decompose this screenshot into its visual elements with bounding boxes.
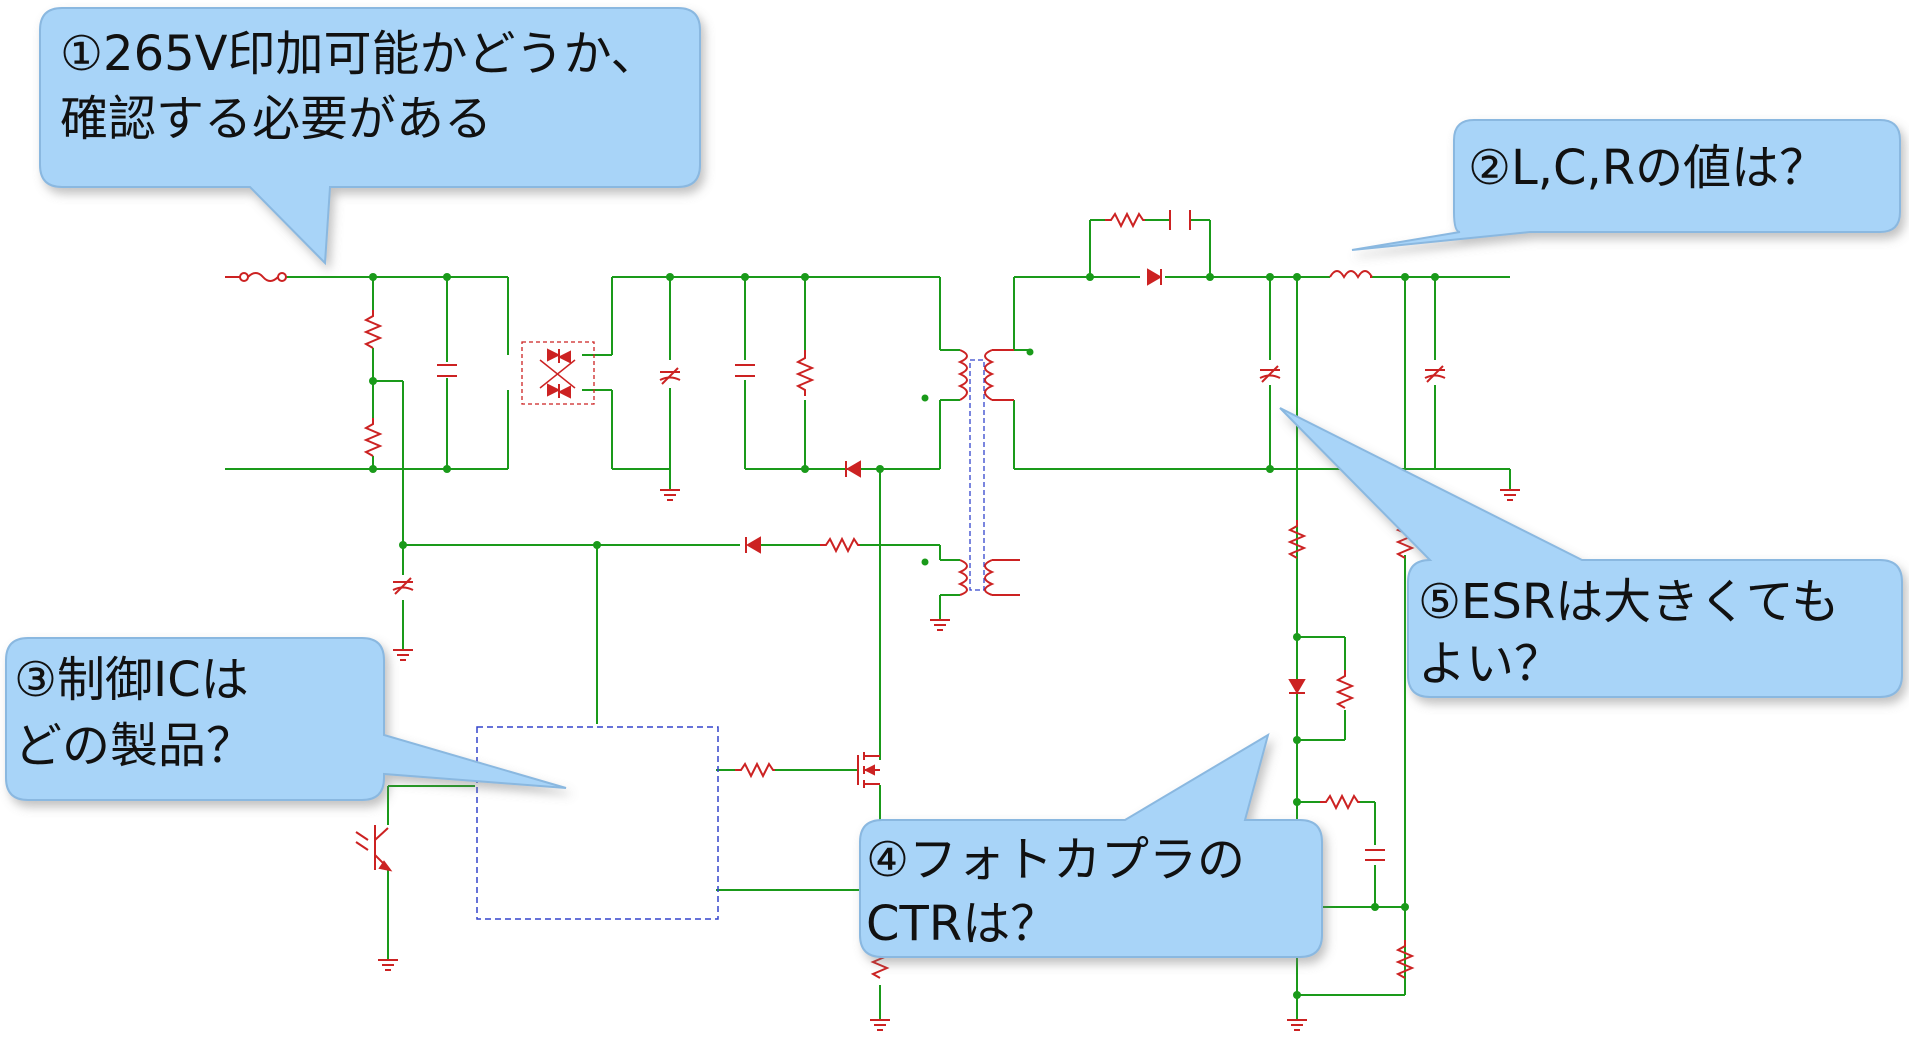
components xyxy=(239,210,1520,1031)
capacitor-c3 xyxy=(1169,210,1191,230)
resistor-r7 xyxy=(1320,793,1360,811)
callout-5-line-2: よい？ xyxy=(1418,636,1562,692)
resistor-r11 xyxy=(1395,940,1415,979)
electrolytic-cap-out1 xyxy=(1259,365,1281,383)
resistor-r4 xyxy=(1105,211,1145,229)
callout-2-line-1: ②L,C,Rの値は？ xyxy=(1468,140,1827,196)
callout-5 xyxy=(1279,407,1903,698)
resistor-r6 xyxy=(735,761,775,779)
photo-transistor xyxy=(355,825,393,872)
mosfet xyxy=(857,752,880,788)
transformer-secondary xyxy=(984,349,995,401)
diode-aux xyxy=(845,460,861,478)
electrolytic-cap-out2 xyxy=(1424,365,1446,383)
callout-3-line-2: どの製品？ xyxy=(14,718,254,774)
bridge-rectifier-box xyxy=(521,341,595,405)
callout-5-line-1: ⑤ESRは大きくても xyxy=(1418,574,1839,630)
callout-4 xyxy=(859,732,1323,958)
resistor-r10 xyxy=(1335,670,1355,709)
diode-startup xyxy=(745,536,761,554)
transformer-aux-secondary xyxy=(984,559,995,596)
resistor-r5 xyxy=(820,536,860,554)
capacitor-c2 xyxy=(735,364,755,377)
callout-1-line-2: 確認する必要がある xyxy=(60,91,492,147)
callout-3-line-1: ③制御ICは xyxy=(14,652,249,708)
transformer-core xyxy=(969,359,985,591)
electrolytic-cap-startup xyxy=(392,577,414,595)
inductor-output xyxy=(1329,270,1373,279)
junction-dots xyxy=(369,273,1439,999)
fuse-symbol xyxy=(239,272,287,282)
transformer-primary xyxy=(957,349,968,401)
capacitor-x xyxy=(437,364,457,377)
zener-feedback xyxy=(1288,679,1306,694)
callout-2 xyxy=(1351,119,1901,251)
callout-4-line-1: ④フォトカプラの xyxy=(866,832,1245,888)
capacitor-c4 xyxy=(1365,849,1385,861)
ic-placeholder-box xyxy=(476,726,719,920)
transformer-aux-primary xyxy=(957,559,968,596)
electrolytic-cap-bulk xyxy=(659,367,681,385)
callout-3 xyxy=(5,637,567,801)
callout-1-line-1: ①265V印加可能かどうか、 xyxy=(60,26,659,82)
resistor-r2 xyxy=(363,418,383,457)
resistor-r3 xyxy=(795,350,815,396)
callout-1 xyxy=(39,7,701,266)
bridge-diodes xyxy=(547,348,571,399)
ground-symbols xyxy=(378,489,1520,1031)
diode-output xyxy=(1147,268,1162,286)
resistor-r8 xyxy=(1287,520,1307,559)
callout-4-line-2: CTRは？ xyxy=(866,896,1058,952)
resistor-r1 xyxy=(363,310,383,349)
